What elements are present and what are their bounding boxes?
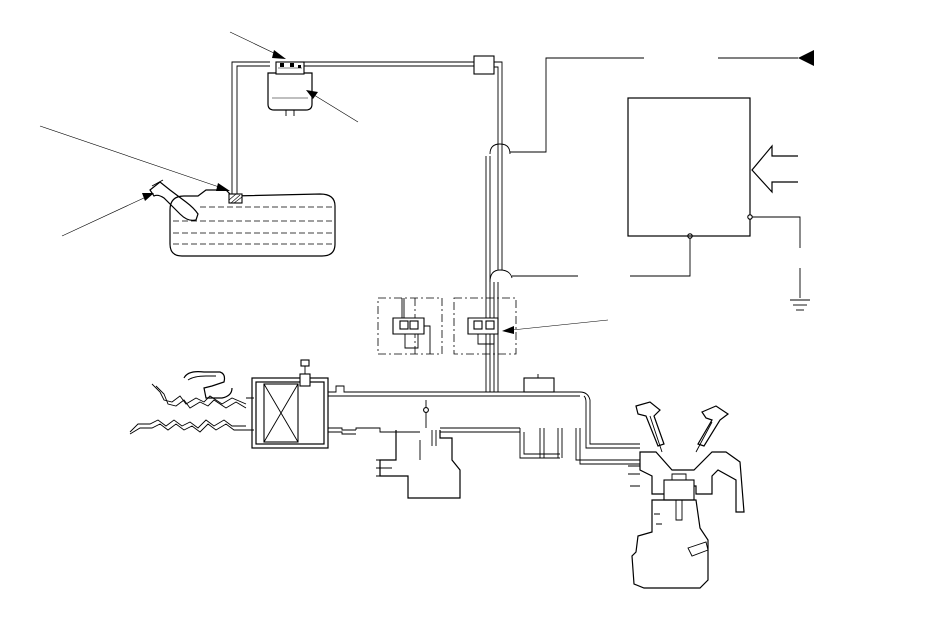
ecu-box (627, 97, 801, 298)
solenoid-valve-right (453, 297, 517, 355)
fuel-filler-neck (149, 179, 199, 221)
throttle-body (376, 430, 461, 499)
ground-icon (790, 299, 810, 311)
rollover-valve (228, 193, 243, 204)
tank-vent-line (231, 61, 270, 194)
vapor-line-to-tjoint (304, 55, 513, 392)
fuel-tank (169, 189, 336, 257)
air-cleaner (251, 359, 329, 449)
callout-leaders (39, 31, 609, 334)
two-way-valve (267, 61, 313, 116)
solenoid-valve-left (377, 297, 443, 355)
engine (628, 401, 745, 589)
air-inlet-duct (129, 371, 254, 435)
wiring-to-ecu (510, 50, 814, 277)
intake-duct (328, 385, 580, 446)
input-arrow-icon (751, 144, 798, 194)
intake-manifold (519, 374, 640, 465)
